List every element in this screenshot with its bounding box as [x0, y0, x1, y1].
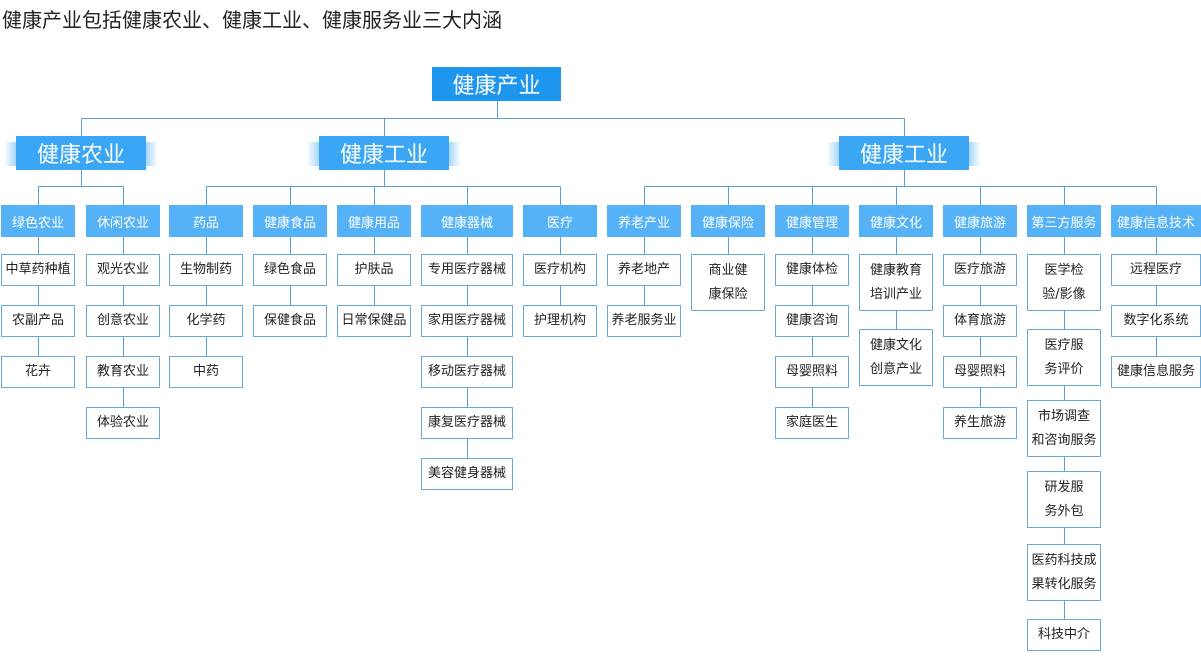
item-node: 健康文化 创意产业	[859, 329, 933, 386]
item-node: 远程医疗	[1111, 254, 1201, 286]
sector-node: 健康工业	[827, 136, 981, 170]
category-node: 绿色农业	[1, 205, 75, 237]
item-node: 观光农业	[86, 254, 160, 286]
category-node: 健康管理	[775, 205, 849, 237]
category-node: 健康信息技术	[1111, 205, 1201, 237]
item-node: 美容健身器械	[421, 458, 513, 490]
category-node: 健康旅游	[943, 205, 1017, 237]
item-node: 医疗机构	[523, 254, 597, 286]
category-node: 健康用品	[337, 205, 411, 237]
item-node: 中草药种植	[1, 254, 75, 286]
item-node: 健康体检	[775, 254, 849, 286]
item-node: 养老服务业	[607, 305, 681, 337]
item-node: 母婴照料	[943, 356, 1017, 388]
item-node: 创意农业	[86, 305, 160, 337]
item-node: 养老地产	[607, 254, 681, 286]
item-node: 农副产品	[1, 305, 75, 337]
sector-node: 健康工业	[307, 136, 461, 170]
category-node: 养老产业	[607, 205, 681, 237]
item-node: 健康信息服务	[1111, 356, 1201, 388]
category-node: 健康保险	[691, 205, 765, 237]
item-node: 护理机构	[523, 305, 597, 337]
item-node: 日常保健品	[337, 305, 411, 337]
item-node: 健康咨询	[775, 305, 849, 337]
item-node: 研发服 务外包	[1027, 471, 1101, 528]
category-node: 健康器械	[421, 205, 513, 237]
item-node: 生物制药	[169, 254, 243, 286]
item-node: 医药科技成 果转化服务	[1027, 544, 1101, 601]
item-node: 体育旅游	[943, 305, 1017, 337]
sector-node: 健康农业	[4, 136, 158, 170]
item-node: 教育农业	[86, 356, 160, 388]
diagram-title: 健康产业包括健康农业、健康工业、健康服务业三大内涵	[2, 8, 502, 32]
root-node: 健康产业	[432, 67, 561, 101]
item-node: 商业健 康保险	[691, 254, 765, 311]
item-node: 医疗旅游	[943, 254, 1017, 286]
category-node: 健康文化	[859, 205, 933, 237]
category-node: 休闲农业	[86, 205, 160, 237]
category-node: 第三方服务	[1027, 205, 1101, 237]
category-node: 医疗	[523, 205, 597, 237]
item-node: 专用医疗器械	[421, 254, 513, 286]
item-node: 花卉	[1, 356, 75, 388]
item-node: 护肤品	[337, 254, 411, 286]
item-node: 医疗服 务评价	[1027, 329, 1101, 386]
item-node: 医学检 验/影像	[1027, 254, 1101, 311]
item-node: 中药	[169, 356, 243, 388]
item-node: 家用医疗器械	[421, 305, 513, 337]
item-node: 家庭医生	[775, 407, 849, 439]
item-node: 养生旅游	[943, 407, 1017, 439]
item-node: 体验农业	[86, 407, 160, 439]
category-node: 药品	[169, 205, 243, 237]
item-node: 数字化系统	[1111, 305, 1201, 337]
item-node: 健康教育 培训产业	[859, 254, 933, 311]
item-node: 科技中介	[1027, 619, 1101, 651]
category-node: 健康食品	[253, 205, 327, 237]
item-node: 移动医疗器械	[421, 356, 513, 388]
item-node: 母婴照料	[775, 356, 849, 388]
item-node: 康复医疗器械	[421, 407, 513, 439]
item-node: 绿色食品	[253, 254, 327, 286]
item-node: 保健食品	[253, 305, 327, 337]
item-node: 化学药	[169, 305, 243, 337]
item-node: 市场调查 和咨询服务	[1027, 400, 1101, 457]
